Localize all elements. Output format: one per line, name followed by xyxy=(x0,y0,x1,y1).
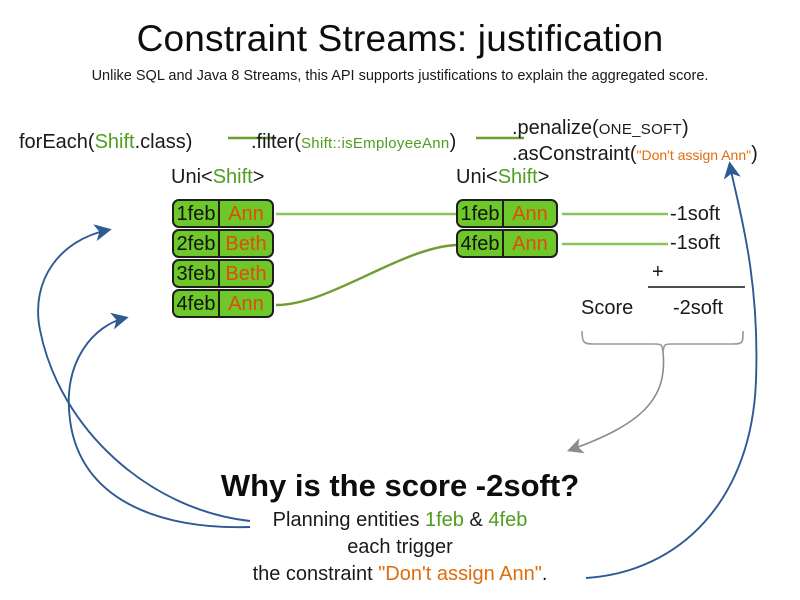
explanation-line3-suffix: . xyxy=(541,563,548,585)
explanation-line-2: each trigger xyxy=(347,536,453,558)
uni-right-suffix: > xyxy=(537,166,550,188)
code-for-each: forEach(Shift.class) xyxy=(19,131,192,154)
shift-employee: Ann xyxy=(220,199,274,228)
shift-employee: Ann xyxy=(504,229,558,258)
as-constraint-arg: "Don't assign Ann" xyxy=(636,147,752,163)
arrow-to-as-constraint xyxy=(585,161,758,579)
shift-row[interactable]: 1feb Ann xyxy=(456,199,558,228)
filter-arg: Shift::isEmployeeAnn xyxy=(301,135,450,152)
shift-employee: Beth xyxy=(220,229,274,258)
stream-type-left: Uni<Shift> xyxy=(171,166,264,189)
uni-right-type: Shift xyxy=(497,166,538,188)
arrow-score-to-question xyxy=(566,351,665,454)
explanation-entity-a: 1feb xyxy=(425,509,464,531)
explanation-entity-b: 4feb xyxy=(488,509,528,531)
explanation-line-3: the constraint "Don't assign Ann". xyxy=(0,563,800,586)
connector-4feb-to-4feb xyxy=(275,243,457,307)
uni-left-type: Shift xyxy=(212,166,253,188)
uni-left-prefix: Uni< xyxy=(171,166,213,188)
shift-employee: Ann xyxy=(504,199,558,228)
shift-stack-right: 1feb Ann 4feb Ann xyxy=(456,199,558,259)
uni-left-suffix: > xyxy=(252,166,265,188)
arrow-to-4feb xyxy=(67,312,251,529)
penalize-call: .penalize( xyxy=(512,117,599,139)
shift-row[interactable]: 2feb Beth xyxy=(172,229,274,258)
uni-right-prefix: Uni< xyxy=(456,166,498,188)
arrow-to-1feb xyxy=(37,224,251,522)
code-penalize: .penalize(ONE_SOFT) xyxy=(512,117,689,140)
filter-call: .filter( xyxy=(251,131,301,153)
shift-row[interactable]: 4feb Ann xyxy=(172,289,274,318)
penalize-tail: ) xyxy=(681,117,689,139)
for-each-call: forEach( xyxy=(19,131,95,153)
shift-date: 2feb xyxy=(172,229,220,258)
penalize-arg: ONE_SOFT xyxy=(598,121,682,138)
explanation-line1-prefix: Planning entities xyxy=(272,509,425,531)
code-as-constraint: .asConstraint("Don't assign Ann") xyxy=(512,143,758,166)
shift-date: 4feb xyxy=(456,229,504,258)
stream-type-right: Uni<Shift> xyxy=(456,166,549,189)
shift-row[interactable]: 3feb Beth xyxy=(172,259,274,288)
explanation-heading: Why is the score -2soft? xyxy=(220,468,580,503)
sum-operator: + xyxy=(652,261,664,283)
shift-row[interactable]: 1feb Ann xyxy=(172,199,274,228)
as-constraint-tail: ) xyxy=(751,143,758,165)
page-title: Constraint Streams: justification xyxy=(136,18,664,59)
explanation-line-1: Planning entities 1feb & 4feb xyxy=(0,509,800,532)
score-total: -2soft xyxy=(673,297,724,319)
for-each-type: Shift xyxy=(94,131,135,153)
shift-date: 4feb xyxy=(172,289,220,318)
shift-row[interactable]: 4feb Ann xyxy=(456,229,558,258)
as-constraint-call: .asConstraint( xyxy=(512,143,637,165)
explanation-amp: & xyxy=(463,509,489,531)
score-label: Score xyxy=(581,297,634,319)
shift-employee: Ann xyxy=(220,289,274,318)
shift-date: 3feb xyxy=(172,259,220,288)
explanation-constraint-name: "Don't assign Ann" xyxy=(378,563,542,585)
code-filter: .filter(Shift::isEmployeeAnn) xyxy=(251,131,456,154)
shift-stack-left: 1feb Ann 2feb Beth 3feb Beth 4feb Ann xyxy=(172,199,274,319)
penalty-value-1: -1soft xyxy=(670,203,721,225)
penalty-value-2: -1soft xyxy=(670,232,721,254)
explanation-line3-prefix: the constraint xyxy=(252,563,379,585)
shift-date: 1feb xyxy=(172,199,220,228)
filter-tail: ) xyxy=(449,131,457,153)
shift-date: 1feb xyxy=(456,199,504,228)
shift-employee: Beth xyxy=(220,259,274,288)
page-subtitle: Unlike SQL and Java 8 Streams, this API … xyxy=(91,68,709,84)
for-each-tail: .class) xyxy=(134,131,193,153)
